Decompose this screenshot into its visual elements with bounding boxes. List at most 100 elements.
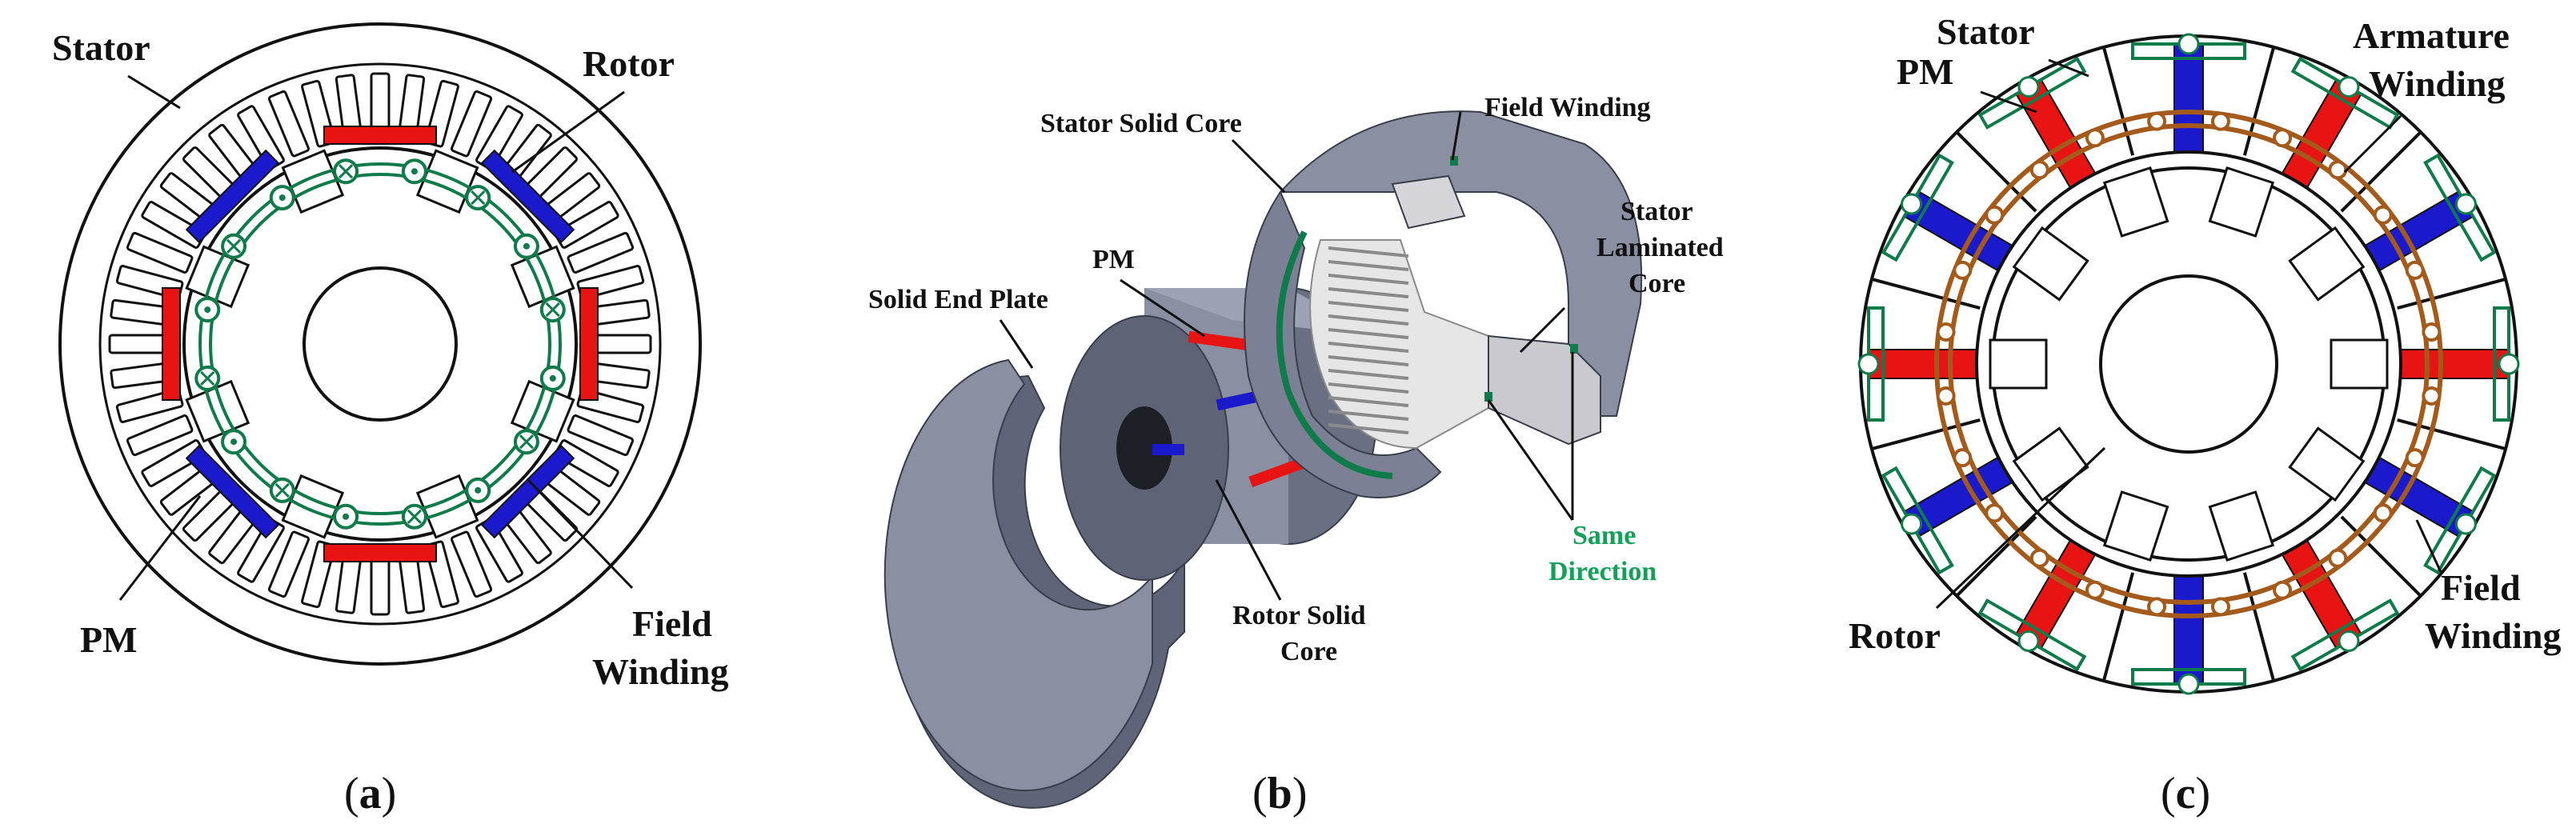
panel-b-rotor-pm-blue-front <box>1152 444 1184 455</box>
panel-c-armature-coil-marker <box>2328 160 2348 180</box>
panel-a-stator-slot <box>567 231 635 274</box>
panel-c-field-coil-marker <box>2017 76 2040 98</box>
panel-b-laminated-label-1: Stator <box>1621 197 1693 226</box>
panel-c-rotor-slot <box>2288 426 2366 502</box>
panel-c-pm-block <box>2173 43 2204 157</box>
panel-c-armature-coil-marker <box>2373 205 2393 225</box>
panel-c-armature-coil-marker <box>2085 128 2105 148</box>
panel-c-armature-ring-inner <box>1948 123 2430 605</box>
panel-c-stator-divider <box>2340 130 2422 213</box>
panel-a-field-leader <box>527 478 634 590</box>
panel-a-pm-block <box>185 149 280 244</box>
panel-c-rotor-slot <box>2208 166 2275 238</box>
panel-a-pm-block <box>185 444 280 539</box>
panel-c-armature-winding <box>1934 110 2443 618</box>
panel-b-pm-label: PM <box>1092 245 1135 274</box>
panel-c-rotor-slot <box>2208 490 2275 562</box>
panel-b-lamination-line <box>1328 260 1409 271</box>
panel-a-field-label-line2: Winding <box>592 651 728 692</box>
panel-b-rotor-shaft-hole <box>1116 406 1172 490</box>
panel-b-lamination-line <box>1328 287 1409 298</box>
panel-a-pm-block <box>323 126 437 145</box>
panel-c-armature-leader <box>2343 114 2402 174</box>
panel-c-armature-coil-marker <box>2147 111 2167 131</box>
panel-c-armature-coil-marker <box>2029 160 2049 180</box>
panel-b-same-direction-leader-1 <box>1487 399 1574 521</box>
panel-b-same-direction-label-2: Direction <box>1548 557 1657 586</box>
panel-c-pm-block <box>2173 571 2204 685</box>
panel-a-stator-label: Stator <box>52 27 150 68</box>
panel-a-coil-dot <box>230 438 238 446</box>
panel-c-rotor-slot <box>1989 338 2048 390</box>
panel-b-lamination-line <box>1328 396 1409 407</box>
panel-c-armature-coil-marker <box>2373 503 2393 523</box>
panel-a-stator-slot <box>450 90 493 158</box>
panel-a-pm-block <box>323 543 437 562</box>
panel-b-stator-solid-core-leader <box>1231 138 1286 194</box>
panel-b-solid-end-plate-label: Solid End Plate <box>868 285 1048 314</box>
panel-c-armature-coil-marker <box>2210 597 2230 617</box>
panel-b-exploded-3d-view: Stator Solid Core Field Winding Stator L… <box>868 93 1724 818</box>
panel-b-stator-outer-shell <box>1278 110 1643 417</box>
panel-c-stator-divider <box>1871 277 1981 310</box>
panel-a-stator-leader <box>127 74 181 110</box>
panel-c-armature-coil-marker <box>2405 260 2425 280</box>
panel-b-laminated-label-2: Laminated <box>1596 233 1724 262</box>
panel-c-armature-coil-marker <box>1985 503 2005 523</box>
panel-c-stator-label: Stator <box>1937 11 2035 52</box>
panel-a-pm-leader <box>118 495 202 601</box>
panel-b-lamination-line <box>1328 301 1409 312</box>
panel-c-pm-block <box>2396 349 2510 379</box>
panel-b-caption: (b) <box>1252 769 1307 818</box>
panel-b-laminated-label-3: Core <box>1629 269 1685 298</box>
panel-c-field-coil-marker <box>2017 630 2040 652</box>
panel-a-stator-slot <box>267 530 310 598</box>
panel-b-lamination-line <box>1328 274 1409 285</box>
panel-b-lamination-line <box>1328 369 1409 380</box>
panel-b-laminated-core-leader <box>1519 306 1566 354</box>
panel-a-caption: (a) <box>344 769 396 818</box>
panel-c-stator-divider <box>1955 130 2037 213</box>
panel-a-pm-block <box>480 444 575 539</box>
panel-c-rotor-slot <box>2102 166 2169 238</box>
panel-b-end-plate-leader <box>999 319 1034 369</box>
panel-c-machine-cross-section: Stator PM Armature Winding Rotor Field W… <box>1849 11 2561 818</box>
panel-b-lamination-line <box>1328 382 1409 394</box>
panel-c-field-leader <box>2415 519 2442 573</box>
panel-b-winding-dot-lower-left <box>1484 392 1492 402</box>
panel-a-coil-cross <box>471 190 486 206</box>
panel-a-coil-cross <box>545 302 560 318</box>
panel-c-stator-leader <box>2048 58 2089 78</box>
panel-a-field-label-line1: Field <box>632 603 712 644</box>
panel-c-stator-divider <box>2101 46 2135 156</box>
panel-a-stator-slot <box>126 414 194 457</box>
panel-a-coil-dot <box>343 513 350 520</box>
panel-a-stator-slot <box>567 414 635 457</box>
panel-c-rotor-slot <box>2330 338 2389 390</box>
panel-a-coil-cross <box>226 238 242 254</box>
panel-a-coil-dot <box>523 242 530 250</box>
panel-a-permanent-magnets <box>162 126 599 562</box>
panel-c-rotor-label: Rotor <box>1849 615 1941 656</box>
panel-c-field-label-2: Winding <box>2425 615 2561 656</box>
panel-a-field-winding-ring-outer <box>198 162 562 526</box>
panel-b-pm-leader <box>1120 278 1205 338</box>
panel-c-armature-label-1: Armature <box>2353 15 2510 56</box>
panel-b-lamination-line <box>1328 355 1409 366</box>
panel-a-machine-cross-section: Stator Rotor PM Field Winding (a) <box>52 22 728 818</box>
panel-a-stator-bore-ring <box>98 62 662 626</box>
panel-c-field-coil-marker <box>1901 513 1923 535</box>
panel-a-stator-slot <box>126 231 194 274</box>
panel-b-lamination-line <box>1328 328 1409 339</box>
panel-c-field-coil-marker <box>2338 630 2360 652</box>
panel-c-rotor-slot <box>2012 426 2089 502</box>
panel-c-field-coil-marker <box>2454 513 2477 535</box>
panel-a-pm-block <box>162 287 181 401</box>
panel-c-armature-coil-marker <box>2422 322 2442 342</box>
panel-b-rotor-pm-red-top <box>1188 330 1261 353</box>
panel-a-coil-cross <box>407 509 422 524</box>
panel-c-armature-coil-marker <box>1936 386 1956 406</box>
panel-c-stator-divider <box>2101 572 2135 682</box>
panel-c-armature-coil-marker <box>1953 260 1973 280</box>
